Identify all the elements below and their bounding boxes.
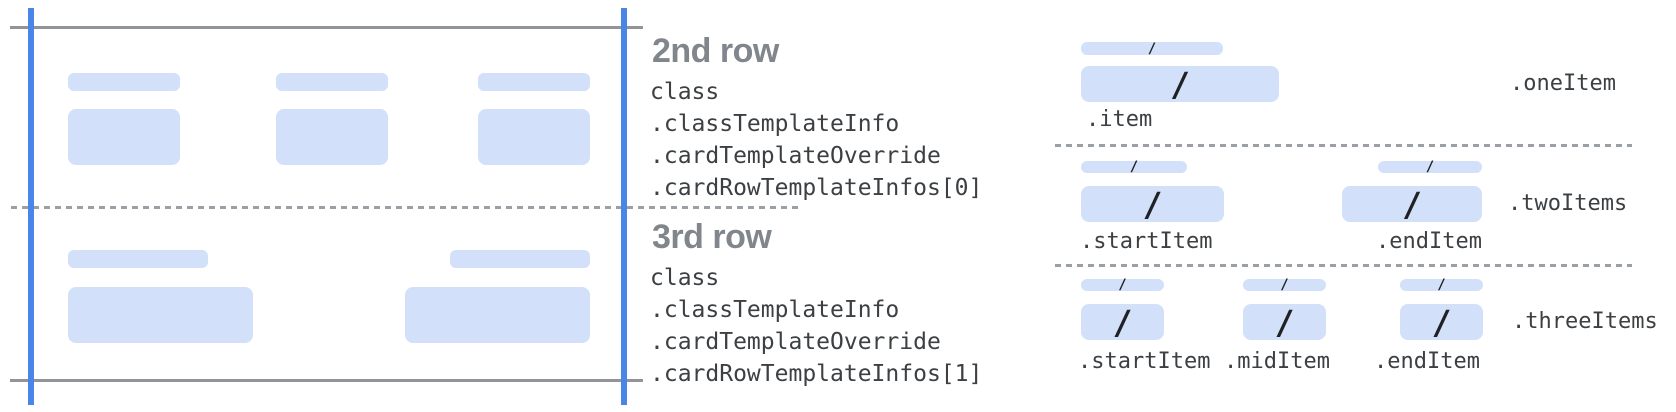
three-items-end-value-placeholder: /: [1400, 304, 1483, 340]
two-items-end-value-placeholder: /: [1342, 186, 1482, 222]
slash-glyph: /: [1147, 40, 1157, 57]
card-left-guide-line: [28, 8, 34, 405]
two-items-end-label-placeholder: /: [1378, 159, 1482, 175]
slash-glyph: /: [1402, 184, 1422, 224]
code-line: .cardRowTemplateInfos[0]: [650, 175, 983, 201]
row3-code-block: class .classTemplateInfo .cardTemplateOv…: [650, 262, 982, 390]
slash-glyph: /: [1431, 302, 1452, 342]
code-line: class: [650, 265, 720, 291]
one-item-field-label: .item: [1086, 107, 1153, 132]
row3-start-label-placeholder: [68, 250, 208, 268]
three-items-end-field-label: .endItem: [1374, 349, 1480, 374]
row2-col1-label-placeholder: [68, 73, 180, 91]
row2-col3-label-placeholder: [478, 73, 590, 91]
three-items-mid-label-placeholder: /: [1243, 277, 1326, 293]
card-right-guide-line: [621, 8, 627, 405]
three-items-start-field-label: .startItem: [1078, 349, 1211, 374]
one-item-value-placeholder: /: [1081, 66, 1279, 102]
slash-glyph: /: [1274, 302, 1295, 342]
row2-col2-label-placeholder: [276, 73, 388, 91]
row3-end-label-placeholder: [450, 250, 590, 268]
three-items-start-label-placeholder: /: [1081, 277, 1164, 293]
slash-glyph: /: [1170, 64, 1190, 104]
code-line: .cardTemplateOverride: [650, 143, 941, 169]
two-items-start-field-label: .startItem: [1080, 229, 1213, 254]
slash-glyph: /: [1118, 277, 1127, 293]
code-line: .classTemplateInfo: [650, 111, 900, 137]
row2-code-block: class .classTemplateInfo .cardTemplateOv…: [650, 76, 982, 204]
code-line: class: [650, 79, 720, 105]
card-bottom-guide-line: [10, 379, 643, 382]
code-line: .cardTemplateOverride: [650, 329, 941, 355]
code-line: .classTemplateInfo: [650, 297, 900, 323]
slash-glyph: /: [1142, 184, 1163, 224]
slash-glyph: /: [1112, 302, 1133, 342]
two-items-end-field-label: .endItem: [1376, 229, 1482, 254]
layout-divider-dashed-line: [1055, 144, 1632, 147]
slash-glyph: /: [1425, 159, 1435, 175]
three-items-mid-value-placeholder: /: [1243, 304, 1326, 340]
layout-divider-dashed-line: [1055, 264, 1632, 267]
three-items-start-value-placeholder: /: [1081, 304, 1164, 340]
two-items-start-label-placeholder: /: [1081, 159, 1187, 175]
one-item-layout-name: .oneItem: [1510, 71, 1616, 96]
code-line: .cardRowTemplateInfos[1]: [650, 361, 983, 387]
two-items-start-value-placeholder: /: [1081, 186, 1224, 222]
one-item-label-placeholder: /: [1081, 40, 1223, 57]
slash-glyph: /: [1129, 159, 1139, 175]
slash-glyph: /: [1280, 277, 1289, 293]
card-row-divider-dashed-line: [11, 206, 800, 209]
card-top-guide-line: [10, 26, 643, 29]
three-items-end-label-placeholder: /: [1400, 277, 1483, 293]
row3-heading: 3rd row: [652, 218, 772, 256]
row2-col2-value-placeholder: [276, 109, 388, 165]
row2-col3-value-placeholder: [478, 109, 590, 165]
two-items-layout-name: .twoItems: [1508, 191, 1628, 216]
slash-glyph: /: [1437, 277, 1446, 293]
three-items-mid-field-label: .midItem: [1224, 349, 1330, 374]
row3-start-value-placeholder: [68, 287, 253, 343]
row2-col1-value-placeholder: [68, 109, 180, 165]
row3-end-value-placeholder: [405, 287, 590, 343]
row2-heading: 2nd row: [652, 32, 779, 70]
three-items-layout-name: .threeItems: [1512, 309, 1658, 334]
